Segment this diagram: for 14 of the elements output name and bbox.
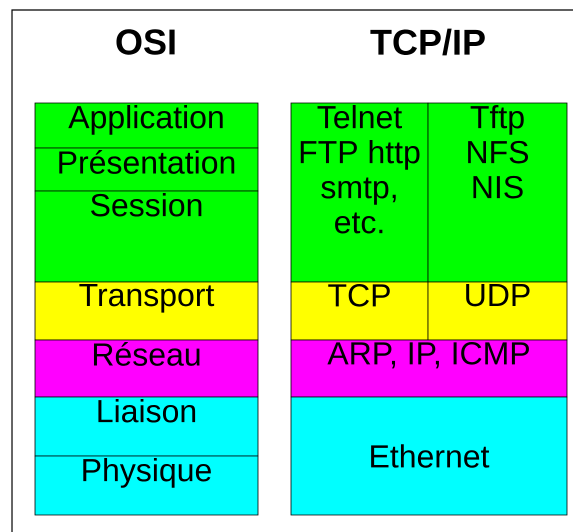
layer-box: Présentation <box>34 148 258 192</box>
column-heading: TCP/IP <box>370 28 485 56</box>
layer-box: Application <box>34 102 258 148</box>
layer-box: Liaison <box>34 396 258 456</box>
layer-box: Ethernet <box>290 396 568 516</box>
layer-box: TCP <box>290 282 428 340</box>
layer-box: Telnet FTP http smtp, etc. <box>290 102 428 282</box>
layer-box: ARP, IP, ICMP <box>290 340 568 398</box>
column-heading: OSI <box>116 29 175 55</box>
layer-box: Transport <box>34 282 258 340</box>
layer-box: UDP <box>428 282 568 340</box>
layer-box: Tftp NFS NIS <box>428 102 568 282</box>
layer-box: Physique <box>34 456 258 516</box>
layer-box: Réseau <box>34 340 258 398</box>
